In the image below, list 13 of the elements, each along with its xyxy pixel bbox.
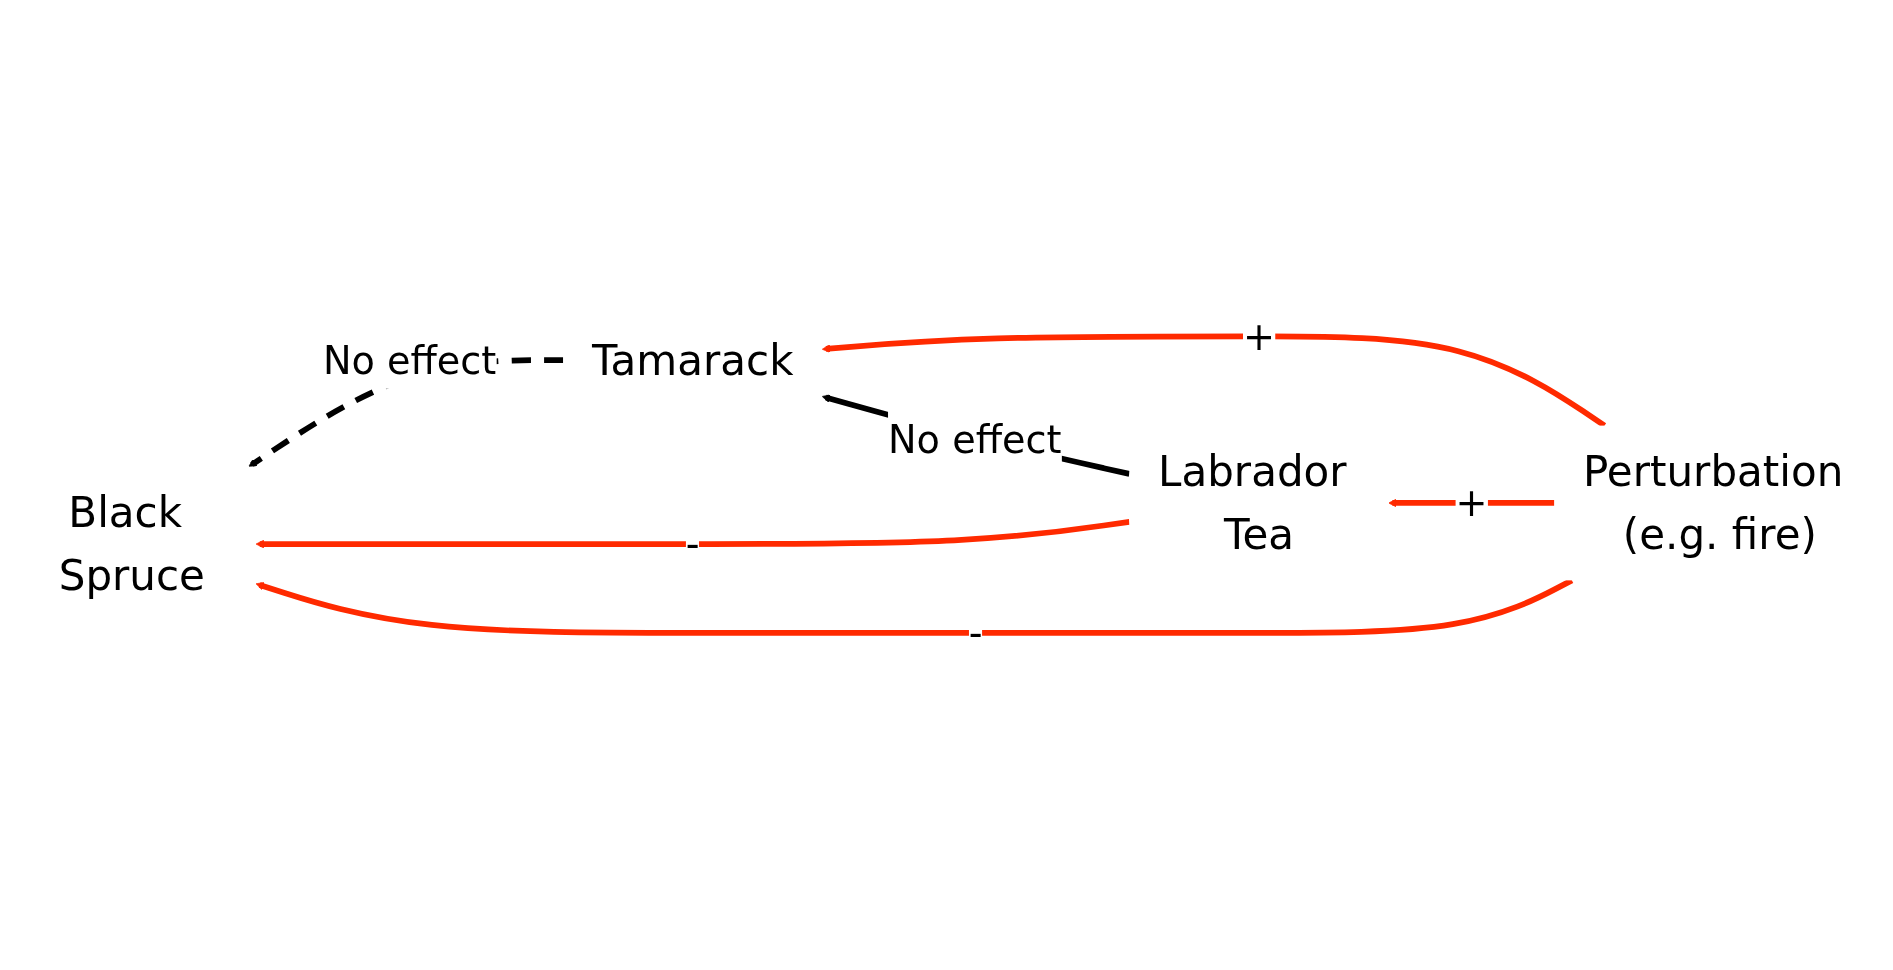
node-text: Labrador Tea xyxy=(1158,447,1347,559)
arrow xyxy=(821,333,1607,429)
edge-label: + xyxy=(1455,481,1488,526)
node-text: Black Spruce xyxy=(58,488,205,600)
edge-label: No effect xyxy=(322,338,497,383)
edge-label: No effect xyxy=(888,417,1062,462)
node-text: Tamarack xyxy=(591,335,794,385)
edge-label: - xyxy=(685,522,700,567)
arrow xyxy=(255,519,1130,549)
edge-label: - xyxy=(968,611,983,656)
edge-label: + xyxy=(1242,314,1275,359)
node-text: Perturbation (e.g. fire) xyxy=(1582,447,1844,559)
arrow xyxy=(255,578,1574,637)
